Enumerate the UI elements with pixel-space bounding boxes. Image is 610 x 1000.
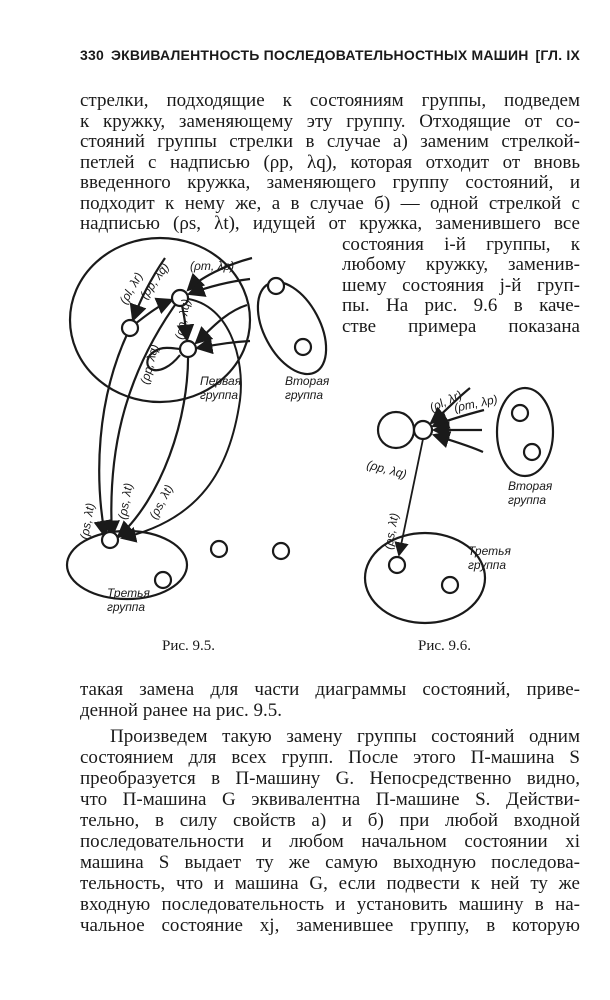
group2-label: группа [285, 388, 323, 402]
group-arrow [120, 297, 242, 543]
group2-label: группа [508, 493, 546, 507]
text-line: входную последовательность и установить … [80, 894, 580, 915]
group3-label: группа [107, 600, 145, 614]
figure-caption: Рис. 9.5. [162, 638, 215, 654]
text-line: надписью (ρs, λt), идущей от кружка, зам… [80, 213, 580, 234]
group1-label: Первая [200, 374, 242, 388]
group2-label: Вторая [508, 479, 553, 493]
state-node [209, 539, 229, 559]
group2-boundary [495, 386, 555, 478]
state-node [178, 339, 198, 359]
group3-label: группа [468, 558, 506, 572]
text-line: стояний группы стрелки в случае а) замен… [80, 131, 580, 152]
text-line: Произведем такую замену группы состояний… [110, 726, 580, 747]
text-line: к кружку, заменяющему эту группу. Отходя… [80, 110, 580, 132]
running-title: ЭКВИВАЛЕНТНОСТЬ ПОСЛЕДОВАТЕЛЬНОСТНЫХ МАШ… [110, 47, 529, 63]
text-line: тельность, что и машина G, если подвести… [80, 873, 580, 894]
running-header: 330 ЭКВИВАЛЕНТНОСТЬ ПОСЛЕДОВАТЕЛЬНОСТНЫХ… [80, 45, 580, 65]
arrow [186, 277, 251, 297]
edge-label: (ρs, λt) [146, 482, 176, 521]
text-line: введенного кружка, заменяющего группу со… [80, 172, 580, 193]
text-line: стрелки, подходящие к состояниям группы,… [80, 90, 580, 111]
arrow [93, 327, 131, 539]
loop-arrow [376, 410, 416, 450]
arrow [102, 297, 181, 539]
state-node [510, 403, 530, 423]
text-line: чальное состояние xj, заменившее группу,… [80, 915, 580, 936]
state-node [153, 570, 173, 590]
arrow [116, 348, 190, 539]
arrow [194, 336, 251, 355]
state-node [412, 419, 434, 441]
arrow [194, 303, 248, 345]
state-node [100, 530, 120, 550]
state-node [293, 337, 313, 357]
group3-label: Третья [107, 586, 150, 600]
text-line: тельно, в силу свойств а) и б) при любой… [80, 810, 580, 831]
group3-boundary [363, 531, 487, 625]
text-line: такая замена для части диаграммы состоян… [80, 679, 580, 700]
chapter-label: [ГЛ. IX [535, 47, 580, 63]
text-line: любому кружку, заменив- [342, 254, 580, 275]
text-line: состояния i-й группы, к [342, 233, 580, 255]
figure-9-6 [363, 386, 555, 625]
state-node [120, 318, 140, 338]
text-line: машина S выдает ту же самую выходную пос… [80, 852, 580, 873]
text-line: последовательности и любом начальном сос… [80, 831, 580, 852]
text-line: петлей с надписью (ρp, λq), которая отхо… [80, 151, 580, 173]
arrow [431, 431, 484, 453]
group1-boundary [68, 236, 252, 404]
edge-label: (ρp, λq) [172, 298, 193, 341]
state-node [266, 276, 286, 296]
group2-label: Вторая [285, 374, 330, 388]
state-node [271, 541, 291, 561]
text-line: шему состояния j-й груп- [342, 274, 580, 296]
text-line: что П-машина G эквивалентна П-машине S. … [80, 789, 580, 810]
edge-label: (ρp, λq) [365, 457, 408, 481]
state-node [387, 555, 407, 575]
edge-label: (ρs, λt) [77, 502, 97, 541]
loop-arrow [146, 346, 181, 372]
figure-caption: Рис. 9.6. [418, 638, 471, 654]
text-line: пы. На рис. 9.6 в каче- [342, 295, 580, 316]
group2-boundary [256, 280, 328, 376]
page-number: 330 [80, 47, 104, 63]
state-node [522, 442, 542, 462]
group3-label: Третья [468, 544, 511, 558]
edge-label: (ρs, λt) [381, 512, 401, 551]
text-line: денной ранее на рис. 9.5. [80, 700, 283, 721]
state-node [440, 575, 460, 595]
text-line: преобразуется в П-машину G. Непосредстве… [80, 768, 580, 789]
text-line: стве примера показана [342, 315, 580, 337]
edge-label: (ρs, λt) [115, 482, 135, 521]
text-line: состоянием для всех групп. После этого П… [80, 747, 580, 768]
text-line: подходит к нему же, а в случае б) — одно… [80, 192, 580, 214]
figure-9-5 [65, 236, 328, 601]
group1-label: группа [200, 388, 238, 402]
state-node [170, 288, 190, 308]
arrow [394, 438, 424, 557]
edge-label: (ρm, λp) [190, 259, 234, 273]
arrow [129, 257, 166, 323]
